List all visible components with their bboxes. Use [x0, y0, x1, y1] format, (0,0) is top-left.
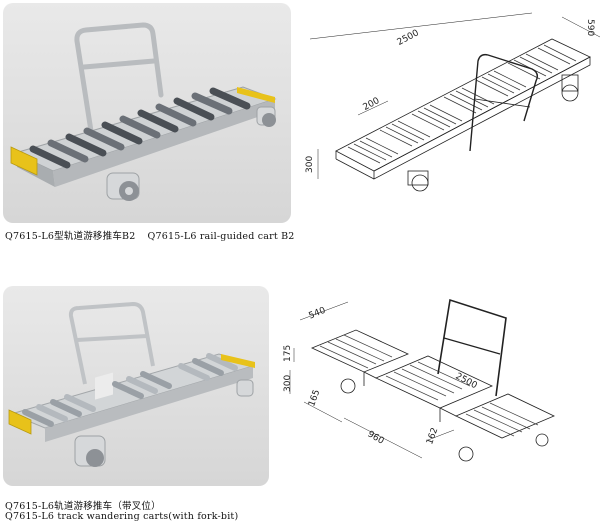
top-cart-photo [3, 3, 291, 223]
fork-bit-cart-illustration [8, 301, 255, 467]
bottom-span-label: 960 [366, 429, 386, 446]
bottom-caption-cn: Q7615-L6轨道游移推车（带叉位） [5, 501, 161, 512]
bottom-height-label: 300 [283, 375, 293, 392]
top-length-label: 2500 [396, 28, 421, 48]
top-caption-cn: Q7615-L6型轨道游移推车B2 [5, 231, 136, 242]
bottom-cart-drawing: 540 175 300 165 960 162 2500 [278, 290, 608, 480]
bottom-width-label: 540 [307, 306, 327, 322]
top-caption: Q7615-L6型轨道游移推车B2 Q7615-L6 rail-guided ca… [5, 231, 295, 242]
top-height-label: 300 [305, 156, 315, 173]
top-width-label: 590 [585, 19, 595, 36]
bottom-lower-label: 165 [307, 388, 322, 408]
bottom-top-height-label: 175 [283, 345, 293, 362]
rail-guided-cart-line-drawing: 2500 200 590 300 [305, 12, 601, 192]
bottom-length-label: 2500 [454, 372, 479, 392]
bottom-caption-en: Q7615-L6 track wandering carts(with fork… [5, 511, 239, 522]
fork-bit-cart-line-drawing: 540 175 300 165 960 162 2500 [283, 298, 555, 462]
top-caption-en: Q7615-L6 rail-guided cart B2 [147, 231, 295, 242]
top-pitch-label: 200 [362, 96, 382, 113]
bottom-cart-photo [3, 286, 269, 486]
rail-guided-cart-illustration [10, 22, 277, 201]
top-cart-drawing: 2500 200 590 300 [300, 3, 608, 221]
